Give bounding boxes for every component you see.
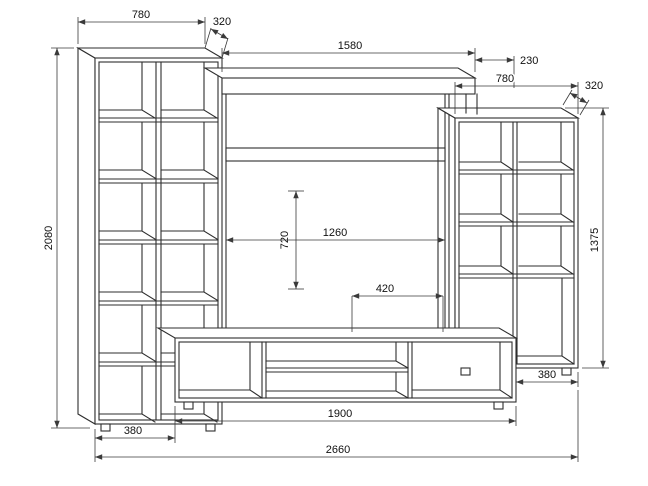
shelf-compartment <box>516 277 575 365</box>
top-shelf <box>202 67 478 115</box>
tv-stand-top-face <box>155 327 519 339</box>
right-cabinet-top-panel <box>435 107 581 119</box>
dim-stand-compartment-width: 420 <box>351 282 444 332</box>
dim-label-right-cabinet-width: 780 <box>496 73 514 85</box>
left-cabinet-top-panel <box>75 47 225 59</box>
right-cabinet <box>435 107 581 369</box>
dim-tv-niche-width: 1260 <box>226 226 445 243</box>
cabinet-foot <box>561 367 572 376</box>
dim-label-left-base-offset: 380 <box>124 425 142 437</box>
dim-top-shelf-offset: 230 <box>475 54 540 88</box>
stand-compartment <box>178 341 263 399</box>
top-shelf-front <box>221 77 476 95</box>
dim-label-stand-compartment-width: 420 <box>376 283 394 295</box>
dim-label-left-cabinet-height: 2080 <box>43 226 55 250</box>
dim-label-tv-stand-width: 1900 <box>328 408 352 420</box>
left-cabinet-inner-frame <box>98 61 219 421</box>
dim-left-cabinet-depth: 320 <box>204 15 233 59</box>
bridge-shelf <box>225 147 446 162</box>
dim-left-cabinet-width: 780 <box>77 8 206 44</box>
dim-label-right-cabinet-height: 1375 <box>589 228 601 252</box>
feet <box>100 367 572 432</box>
dim-left-cabinet-height: 2080 <box>42 47 90 429</box>
cabinet-foot <box>493 401 504 410</box>
dim-label-right-base-offset: 380 <box>538 369 556 381</box>
cabinet-foot <box>460 367 471 376</box>
dim-label-tv-niche-width: 1260 <box>323 227 347 239</box>
dim-label-left-cabinet-depth: 320 <box>213 16 231 28</box>
cabinet-foot <box>183 401 194 410</box>
center-unit <box>225 93 450 339</box>
tv-stand-inner-frame <box>178 341 513 399</box>
stand-compartment <box>265 341 409 369</box>
stand-compartment <box>411 341 513 399</box>
dim-right-cabinet-depth: 320 <box>562 79 605 116</box>
dim-tv-stand-width: 1900 <box>174 406 517 443</box>
dim-top-shelf-length: 1580 <box>221 39 476 72</box>
stand-compartment <box>265 371 409 399</box>
dim-left-base-offset: 380 <box>94 424 175 462</box>
dim-overall-width: 2660 <box>95 390 579 462</box>
cabinet-foot <box>205 423 216 432</box>
dim-label-right-cabinet-depth: 320 <box>585 80 603 92</box>
dim-label-top-shelf-length: 1580 <box>338 40 362 52</box>
top-shelf-top-face <box>202 67 478 79</box>
left-cabinet-side-panel <box>77 47 96 425</box>
dim-right-cabinet-width: 780 <box>454 72 579 114</box>
cabinet-foot <box>100 423 111 432</box>
dim-right-cabinet-height: 1375 <box>565 107 609 369</box>
tv-stand <box>155 327 519 403</box>
dim-right-base-offset: 380 <box>516 368 579 387</box>
dim-label-overall-width: 2660 <box>326 444 350 456</box>
dim-label-left-cabinet-width: 780 <box>132 9 150 21</box>
dim-label-top-shelf-offset: 230 <box>520 55 538 67</box>
